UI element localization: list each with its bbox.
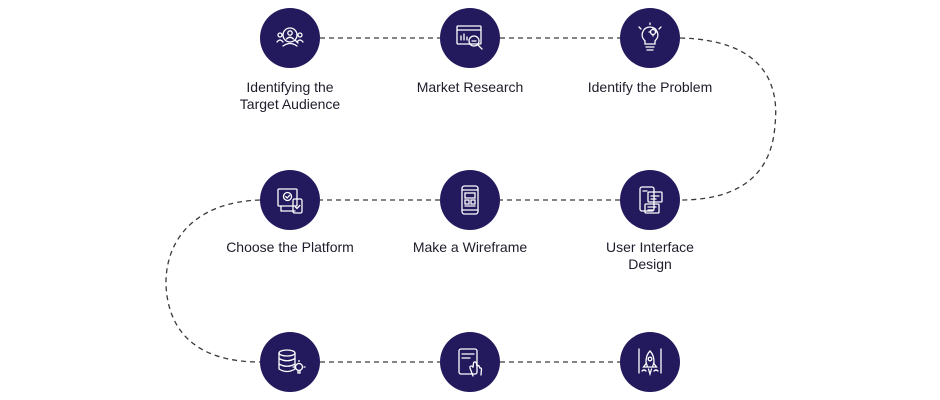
touch-device-icon [458,348,483,377]
database-idea-icon [278,349,306,374]
step-node [620,170,680,230]
step-node [620,8,680,68]
step-node [620,332,680,392]
market-research-icon [456,25,483,50]
step-node [260,170,320,230]
step-label: User Interface Design [606,239,694,272]
step-node [260,8,320,68]
platform-device-icon [277,188,303,214]
lightbulb-gear-icon [638,22,662,51]
step-label: Market Research [416,79,524,95]
step-label: Choose the Platform [226,239,354,255]
step-node [260,332,320,392]
step-node [440,8,500,68]
step-node [440,170,500,230]
step-label: Identify the Problem [587,79,713,95]
ui-design-icon [639,186,663,214]
step-node [440,332,500,392]
audience-search-icon [276,27,304,47]
wireframe-phone-icon [461,185,479,215]
step-label: Make a Wireframe [412,239,528,255]
rocket-launch-icon [638,348,662,377]
step-label: Identifying the Target Audience [239,79,341,112]
